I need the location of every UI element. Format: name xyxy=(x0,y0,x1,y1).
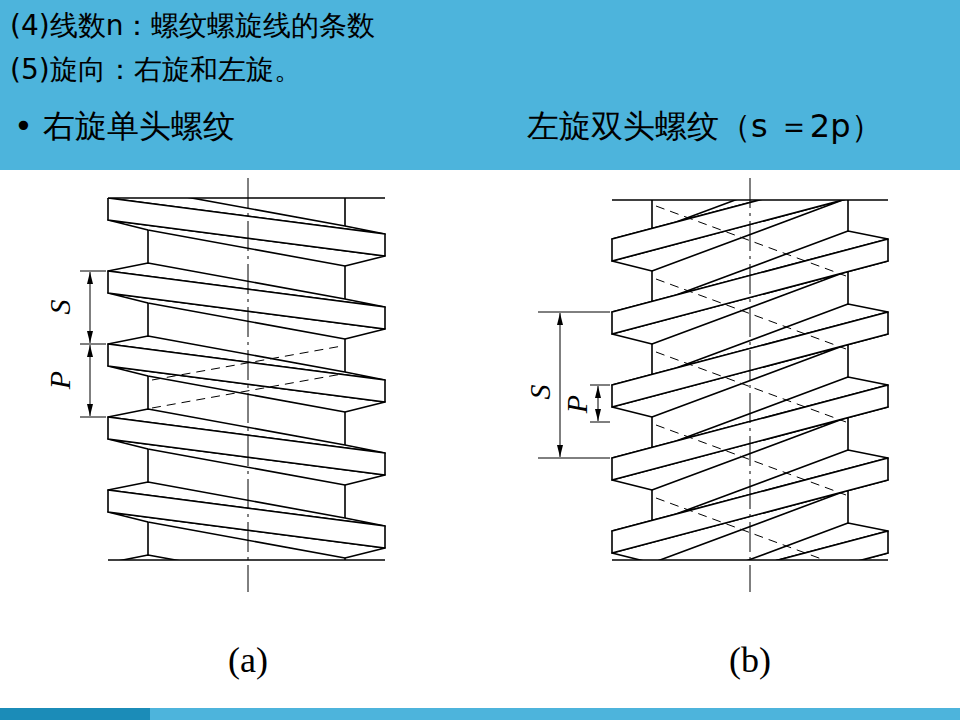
pitch-label: P xyxy=(562,395,592,413)
dimension-lines xyxy=(80,271,106,417)
footer-strip xyxy=(0,708,960,720)
center-line xyxy=(750,178,751,592)
figure-caption: (b) xyxy=(729,642,771,678)
pitch-label: P xyxy=(45,371,75,389)
heading-text: (5)旋向：右旋和左旋。 xyxy=(10,56,302,84)
lead-label: S xyxy=(45,300,75,315)
figure-title: • 右旋单头螺纹 xyxy=(14,110,235,142)
left-hand-thread xyxy=(612,200,888,560)
heading-text: (4)线数n：螺纹螺旋线的条数 xyxy=(10,12,375,40)
figure-title: 左旋双头螺纹（s ＝2p） xyxy=(527,110,883,142)
center-line xyxy=(248,178,249,592)
thread-end-line xyxy=(108,197,385,199)
right-hand-thread xyxy=(108,198,385,560)
footer-strip-dark xyxy=(0,708,150,720)
figure-caption: (a) xyxy=(228,642,268,678)
lead-label: S xyxy=(525,385,555,400)
header-band xyxy=(0,0,960,170)
thread-end-line xyxy=(108,559,385,561)
